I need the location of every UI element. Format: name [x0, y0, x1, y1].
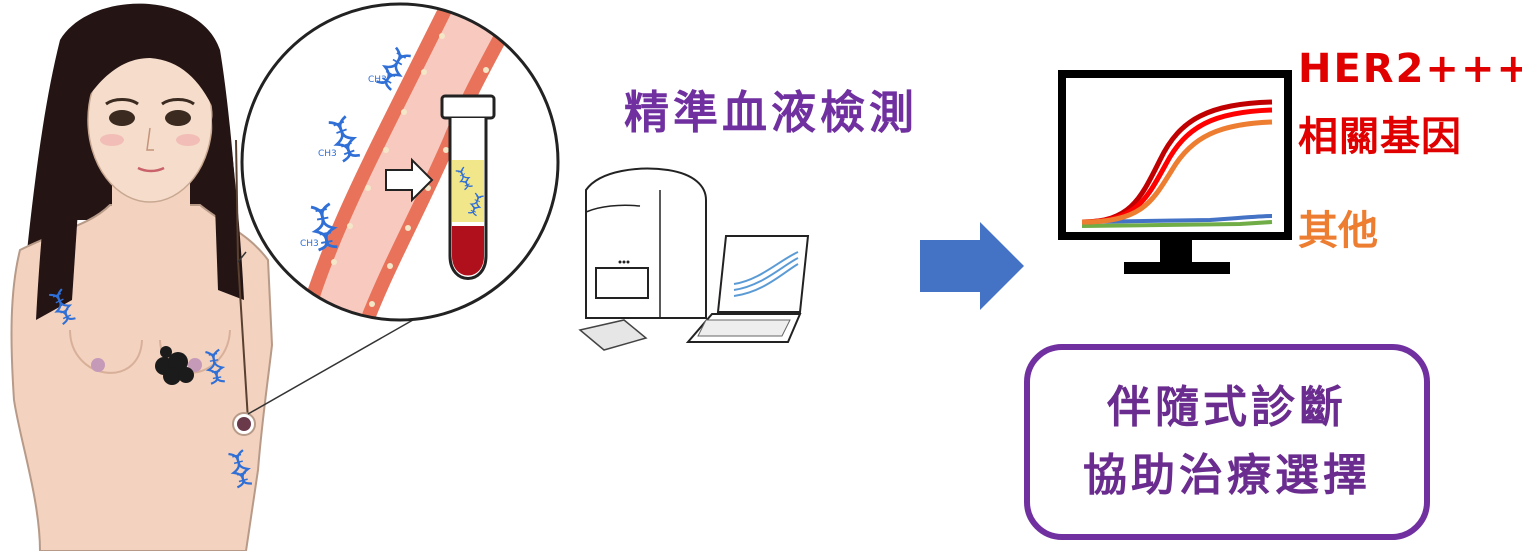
woman-illustration — [10, 3, 274, 551]
monitor — [1058, 70, 1292, 274]
pcr-instrument — [578, 167, 707, 351]
dna-label: CH3 — [300, 239, 319, 249]
plasma-layer — [452, 160, 484, 222]
dna-label: CH3 — [368, 75, 387, 85]
process-arrow-icon — [920, 222, 1024, 310]
sample-plate — [578, 319, 648, 351]
laptop — [685, 235, 810, 343]
right-nipple — [188, 358, 202, 372]
her2-label: HER2+++ — [1298, 46, 1522, 92]
test-tube — [440, 94, 496, 280]
result-line-1: 伴隨式診斷 — [1107, 382, 1347, 433]
hair-fringe — [86, 27, 215, 110]
dna-label: CH3 — [318, 149, 337, 159]
curve-related-gene — [1081, 119, 1273, 225]
blood-layer — [452, 226, 484, 276]
right-arrow-icon — [385, 157, 434, 203]
related-genes-label: 相關基因 — [1298, 114, 1462, 160]
tumor — [155, 346, 194, 385]
magnified-view: CH3 CH3 CH3 — [240, 2, 560, 322]
page-title: 精準血液檢測 — [624, 86, 919, 139]
right-eye — [165, 110, 191, 126]
result-line-2: 協助治療選擇 — [1083, 450, 1371, 501]
curve-other — [1081, 220, 1273, 228]
left-nipple — [91, 358, 105, 372]
other-genes-label: 其他 — [1298, 208, 1378, 254]
blood-vessel — [300, 4, 520, 320]
left-eye — [109, 110, 135, 126]
torso — [10, 204, 274, 551]
curve-other — [1081, 214, 1273, 224]
result-box: 伴隨式診斷 協助治療選擇 — [1024, 344, 1430, 540]
